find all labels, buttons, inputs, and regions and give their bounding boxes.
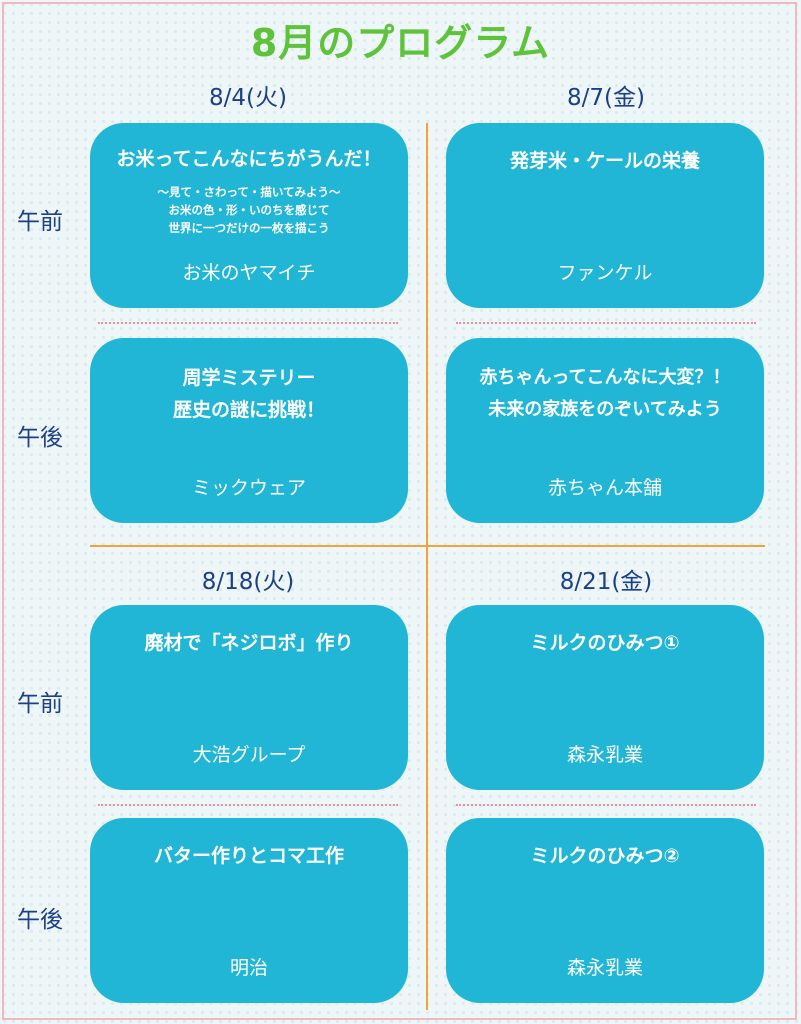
- card-organizer: ミックウェア: [191, 477, 306, 499]
- card-title: 発芽米・ケールの栄養: [509, 150, 700, 172]
- dotted-separator: [98, 804, 398, 806]
- horizontal-divider: [90, 545, 765, 547]
- card-organizer: 明治: [229, 957, 268, 979]
- vertical-divider: [426, 123, 428, 1010]
- dotted-separator: [456, 804, 756, 806]
- slot-morning-1: 午前: [17, 209, 63, 235]
- card-title: ミルクのひみつ②: [530, 845, 680, 867]
- program-card-aug7-am[interactable]: 発芽米・ケールの栄養 ファンケル: [446, 123, 764, 308]
- program-card-aug4-pm[interactable]: 周学ミステリー 歴史の謎に挑戦！ ミックウェア: [90, 338, 408, 523]
- program-card-aug18-am[interactable]: 廃材で「ネジロボ」作り 大浩グループ: [90, 605, 408, 790]
- program-card-aug4-am[interactable]: お米ってこんなにちがうんだ！ 〜見て・さわって・描いてみよう〜 お米の色・形・い…: [90, 123, 408, 308]
- slot-afternoon-1: 午後: [17, 425, 63, 451]
- program-card-aug21-pm[interactable]: ミルクのひみつ② 森永乳業: [446, 818, 764, 1003]
- slot-afternoon-2: 午後: [17, 907, 63, 933]
- card-title: 赤ちゃんってこんなに大変？！ 未来の家族をのぞいてみよう: [479, 367, 731, 420]
- card-title: バター作りとコマ工作: [153, 845, 344, 867]
- dotted-separator: [456, 322, 756, 324]
- card-organizer: 森永乳業: [566, 744, 643, 766]
- program-card-aug18-pm[interactable]: バター作りとコマ工作 明治: [90, 818, 408, 1003]
- card-organizer: ファンケル: [557, 262, 653, 284]
- date-aug-21: 8/21(金): [559, 569, 653, 595]
- card-organizer: 大浩グループ: [192, 744, 306, 766]
- program-card-aug7-pm[interactable]: 赤ちゃんってこんなに大変？！ 未来の家族をのぞいてみよう 赤ちゃん本舗: [446, 338, 764, 523]
- card-organizer: 赤ちゃん本舗: [547, 477, 662, 499]
- slot-morning-2: 午前: [17, 691, 63, 717]
- dotted-separator: [98, 322, 398, 324]
- card-organizer: お米のヤマイチ: [182, 262, 316, 284]
- card-title: 廃材で「ネジロボ」作り: [144, 632, 354, 654]
- card-title: 周学ミステリー 歴史の謎に挑戦！: [172, 367, 325, 421]
- card-title: お米ってこんなにちがうんだ！: [116, 148, 382, 170]
- date-aug-18: 8/18(火): [201, 569, 295, 595]
- card-subtitle: 〜見て・さわって・描いてみよう〜 お米の色・形・いのちを感じて 世界に一つだけの…: [157, 185, 341, 235]
- page-title: 8月のプログラム: [250, 21, 551, 65]
- card-organizer: 森永乳業: [566, 957, 643, 979]
- date-aug-4: 8/4(火): [209, 85, 287, 111]
- card-title: ミルクのひみつ①: [530, 632, 680, 654]
- program-card-aug21-am[interactable]: ミルクのひみつ① 森永乳業: [446, 605, 764, 790]
- date-aug-7: 8/7(金): [567, 85, 645, 111]
